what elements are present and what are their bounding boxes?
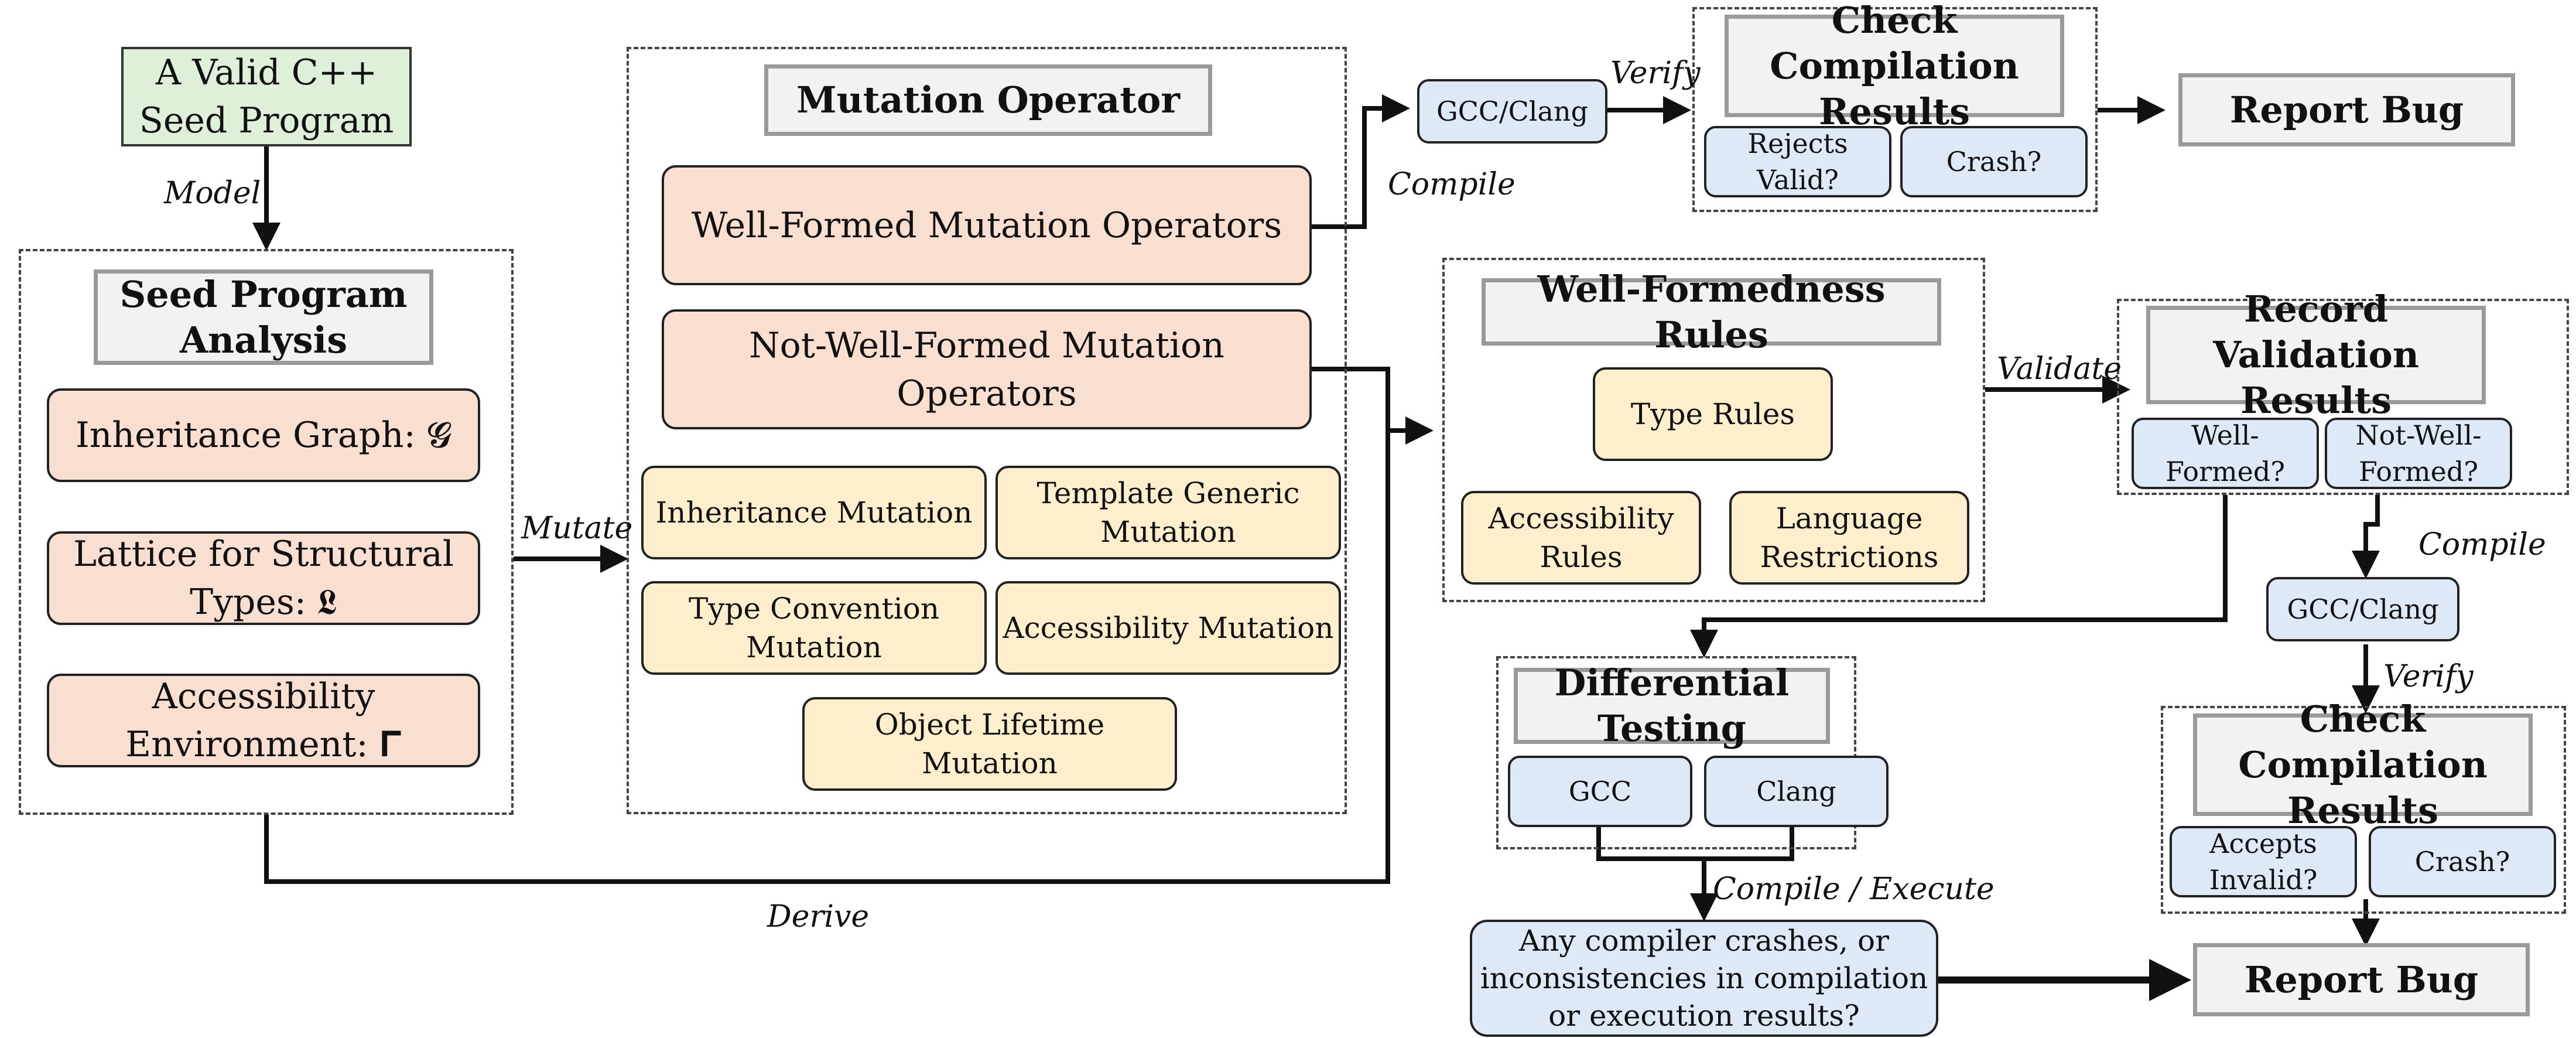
type-convention-mutation-box: Type Convention Mutation [641,581,987,675]
compile-right-arrow [2352,495,2380,579]
accessibility-environment-box: Accessibility Environment: 𝚪 [47,674,480,767]
diff-join [1596,827,1794,861]
not-well-formed-operators-box: Not-Well-Formed Mutation Operators [662,309,1312,429]
template-generic-mutation-box: Template Generic Mutation [995,466,1341,559]
language-restrictions-box: Language Restrictions [1729,491,1969,585]
inheritance-mutation-box: Inheritance Mutation [641,466,987,559]
well-formed-operators-box: Well-Formed Mutation Operators [662,165,1312,285]
object-lifetime-mutation-box: Object Lifetime Mutation [802,697,1177,791]
compile-execute-label: Compile / Execute [1713,872,1995,907]
differential-testing-title: Differential Testing [1514,661,1830,750]
model-label: Model [164,176,261,211]
crash-bottom-box: Crash? [2369,826,2556,897]
well-formedness-rules-group [1442,258,1985,602]
check-compilation-top-group [1692,7,2098,212]
seed-analysis-group [19,249,514,815]
differential-testing-group [1496,656,1856,849]
seed-analysis-title: Seed Program Analysis [94,269,433,365]
compile-top-arrow [1312,94,1410,229]
compiler-inconsistency-question-box: Any compiler crashes, or inconsistencies… [1470,920,1938,1037]
report-bug-bottom-box: Report Bug [2193,943,2530,1016]
record-validation-group [2117,299,2569,495]
seed-program-box: A Valid C++ Seed Program [121,47,412,146]
derive-label: Derive [767,899,870,934]
wellformed-to-diff [1690,495,2228,658]
gcc-clang-top-box: GCC/Clang [1417,79,1607,144]
gcc-clang-right-box: GCC/Clang [2266,577,2459,641]
validate-label: Validate [1997,351,2122,387]
derive-line [264,416,1434,884]
gcc-box: GCC [1508,756,1692,827]
verify-right-label: Verify [2383,659,2474,694]
mutation-operator-title: Mutation Operator [764,64,1212,136]
accepts-invalid-box: Accepts Invalid? [2170,826,2357,897]
report-bug-top-box: Report Bug [2178,73,2515,146]
not-well-formed-result-box: Not-Well- Formed? [2325,418,2512,489]
crash-top-box: Crash? [1900,126,2088,197]
check-compilation-top-title: Check Compilation Results [1725,0,2064,133]
check-compilation-bottom-title: Check Compilation Results [2193,698,2533,832]
well-formed-result-box: Well- Formed? [2132,418,2319,489]
check-compilation-bottom-group [2161,706,2566,914]
compile-top-label: Compile [1388,167,1516,202]
accessibility-mutation-box: Accessibility Mutation [995,581,1341,675]
well-formedness-rules-title: Well-Formedness Rules [1482,268,1941,356]
type-rules-box: Type Rules [1593,367,1833,461]
record-validation-title: Record Validation Results [2146,288,2486,422]
mutation-operator-group [627,47,1347,814]
accessibility-rules-box: Accessibility Rules [1461,491,1701,585]
inheritance-graph-box: Inheritance Graph: 𝓖 [47,388,480,482]
mutate-label: Mutate [521,511,633,546]
verify-top-label: Verify [1610,56,1701,91]
clang-box: Clang [1704,756,1889,827]
compile-right-label: Compile [2418,527,2546,562]
lattice-structural-types-box: Lattice for Structural Types: 𝕷 [47,531,480,625]
nwf-to-rules [1312,367,1390,431]
rejects-valid-box: Rejects Valid? [1704,126,1891,197]
